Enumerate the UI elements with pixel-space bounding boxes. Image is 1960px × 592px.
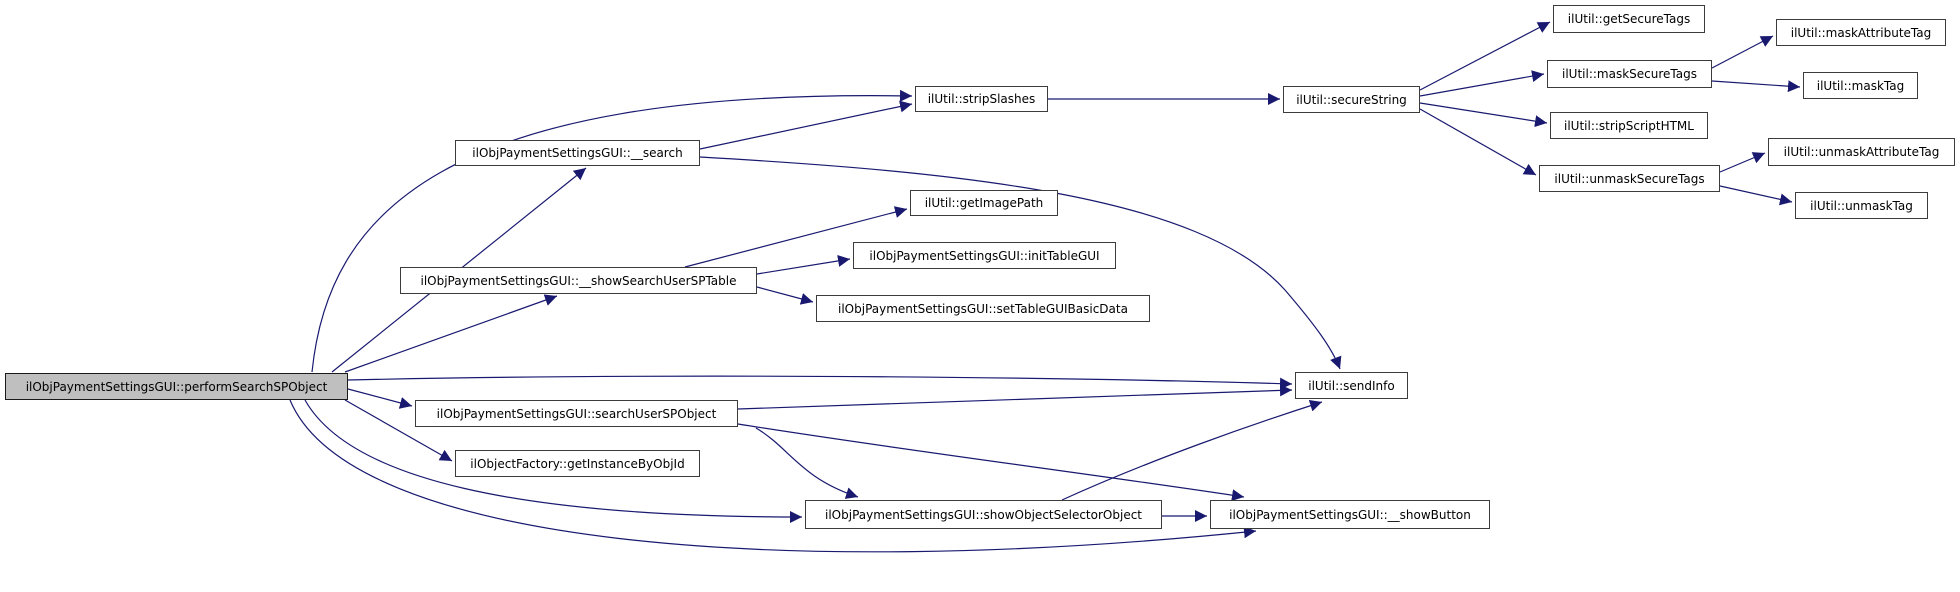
node-maskAttributeTag[interactable]: ilUtil::maskAttributeTag bbox=[1776, 19, 1946, 46]
edge-performSearchSPObject-to-stripSlashes bbox=[311, 89, 913, 373]
node-showButton[interactable]: ilObjPaymentSettingsGUI::__showButton bbox=[1210, 500, 1490, 529]
edge-unmaskSecureTags-to-unmaskAttributeTag bbox=[1719, 152, 1766, 173]
node-unmaskAttributeTag[interactable]: ilUtil::unmaskAttributeTag bbox=[1768, 138, 1955, 166]
edge-performSearchSPObject-to-getInstanceByObjId bbox=[344, 399, 453, 462]
edge-search-to-sendInfo bbox=[699, 156, 1342, 370]
edge-secureString-to-stripScriptHTML bbox=[1419, 102, 1548, 128]
node-search[interactable]: ilObjPaymentSettingsGUI::__search bbox=[455, 140, 700, 166]
node-initTableGUI[interactable]: ilObjPaymentSettingsGUI::initTableGUI bbox=[853, 242, 1116, 269]
edge-search-to-stripSlashes bbox=[699, 100, 913, 150]
node-stripScriptHTML[interactable]: ilUtil::stripScriptHTML bbox=[1550, 112, 1708, 139]
node-getImagePath[interactable]: ilUtil::getImagePath bbox=[910, 190, 1058, 216]
edge-secureString-to-unmaskSecureTags bbox=[1419, 108, 1537, 176]
node-maskSecureTags[interactable]: ilUtil::maskSecureTags bbox=[1547, 60, 1712, 88]
node-getSecureTags[interactable]: ilUtil::getSecureTags bbox=[1553, 5, 1705, 33]
node-searchUserSPObject[interactable]: ilObjPaymentSettingsGUI::searchUserSPObj… bbox=[415, 400, 738, 427]
edge-searchUserSPObject-to-showObjectSelectorObject bbox=[755, 427, 859, 499]
edge-performSearchSPObject-to-searchUserSPObject bbox=[347, 388, 413, 409]
edge-maskSecureTags-to-maskAttributeTag bbox=[1711, 35, 1774, 69]
node-unmaskSecureTags[interactable]: ilUtil::unmaskSecureTags bbox=[1539, 165, 1720, 192]
edge-secureString-to-getSecureTags bbox=[1419, 21, 1551, 91]
node-showSearchUserSPTable[interactable]: ilObjPaymentSettingsGUI::__showSearchUse… bbox=[400, 267, 757, 294]
edge-unmaskSecureTags-to-unmaskTag bbox=[1719, 185, 1793, 206]
node-getInstanceByObjId[interactable]: ilObjectFactory::getInstanceByObjId bbox=[455, 450, 700, 477]
node-unmaskTag[interactable]: ilUtil::unmaskTag bbox=[1795, 192, 1928, 219]
edge-secureString-to-maskSecureTags bbox=[1419, 70, 1545, 97]
edge-performSearchSPObject-to-showSearchUserSPTable bbox=[344, 294, 558, 373]
node-setTableGUIBasicData[interactable]: ilObjPaymentSettingsGUI::setTableGUIBasi… bbox=[816, 295, 1150, 322]
edge-showSearchUserSPTable-to-getImagePath bbox=[684, 206, 908, 268]
edge-showSearchUserSPTable-to-initTableGUI bbox=[756, 254, 851, 275]
node-performSearchSPObject: ilObjPaymentSettingsGUI::performSearchSP… bbox=[5, 373, 348, 400]
node-stripSlashes[interactable]: ilUtil::stripSlashes bbox=[915, 86, 1048, 112]
edge-searchUserSPObject-to-sendInfo bbox=[737, 384, 1293, 410]
node-maskTag[interactable]: ilUtil::maskTag bbox=[1803, 72, 1918, 99]
node-showObjectSelectorObject[interactable]: ilObjPaymentSettingsGUI::showObjectSelec… bbox=[805, 500, 1162, 529]
edge-maskSecureTags-to-maskTag bbox=[1711, 80, 1801, 93]
edge-showObjectSelectorObject-to-sendInfo bbox=[1061, 399, 1323, 501]
node-sendInfo[interactable]: ilUtil::sendInfo bbox=[1295, 372, 1408, 399]
edge-showSearchUserSPTable-to-setTableGUIBasicData bbox=[756, 286, 814, 305]
edge-performSearchSPObject-to-showButton bbox=[289, 399, 1257, 553]
edge-performSearchSPObject-to-showObjectSelectorObject bbox=[304, 399, 803, 523]
edge-performSearchSPObject-to-sendInfo bbox=[347, 375, 1293, 390]
edge-searchUserSPObject-to-showButton bbox=[737, 423, 1245, 502]
node-secureString[interactable]: ilUtil::secureString bbox=[1283, 86, 1420, 113]
